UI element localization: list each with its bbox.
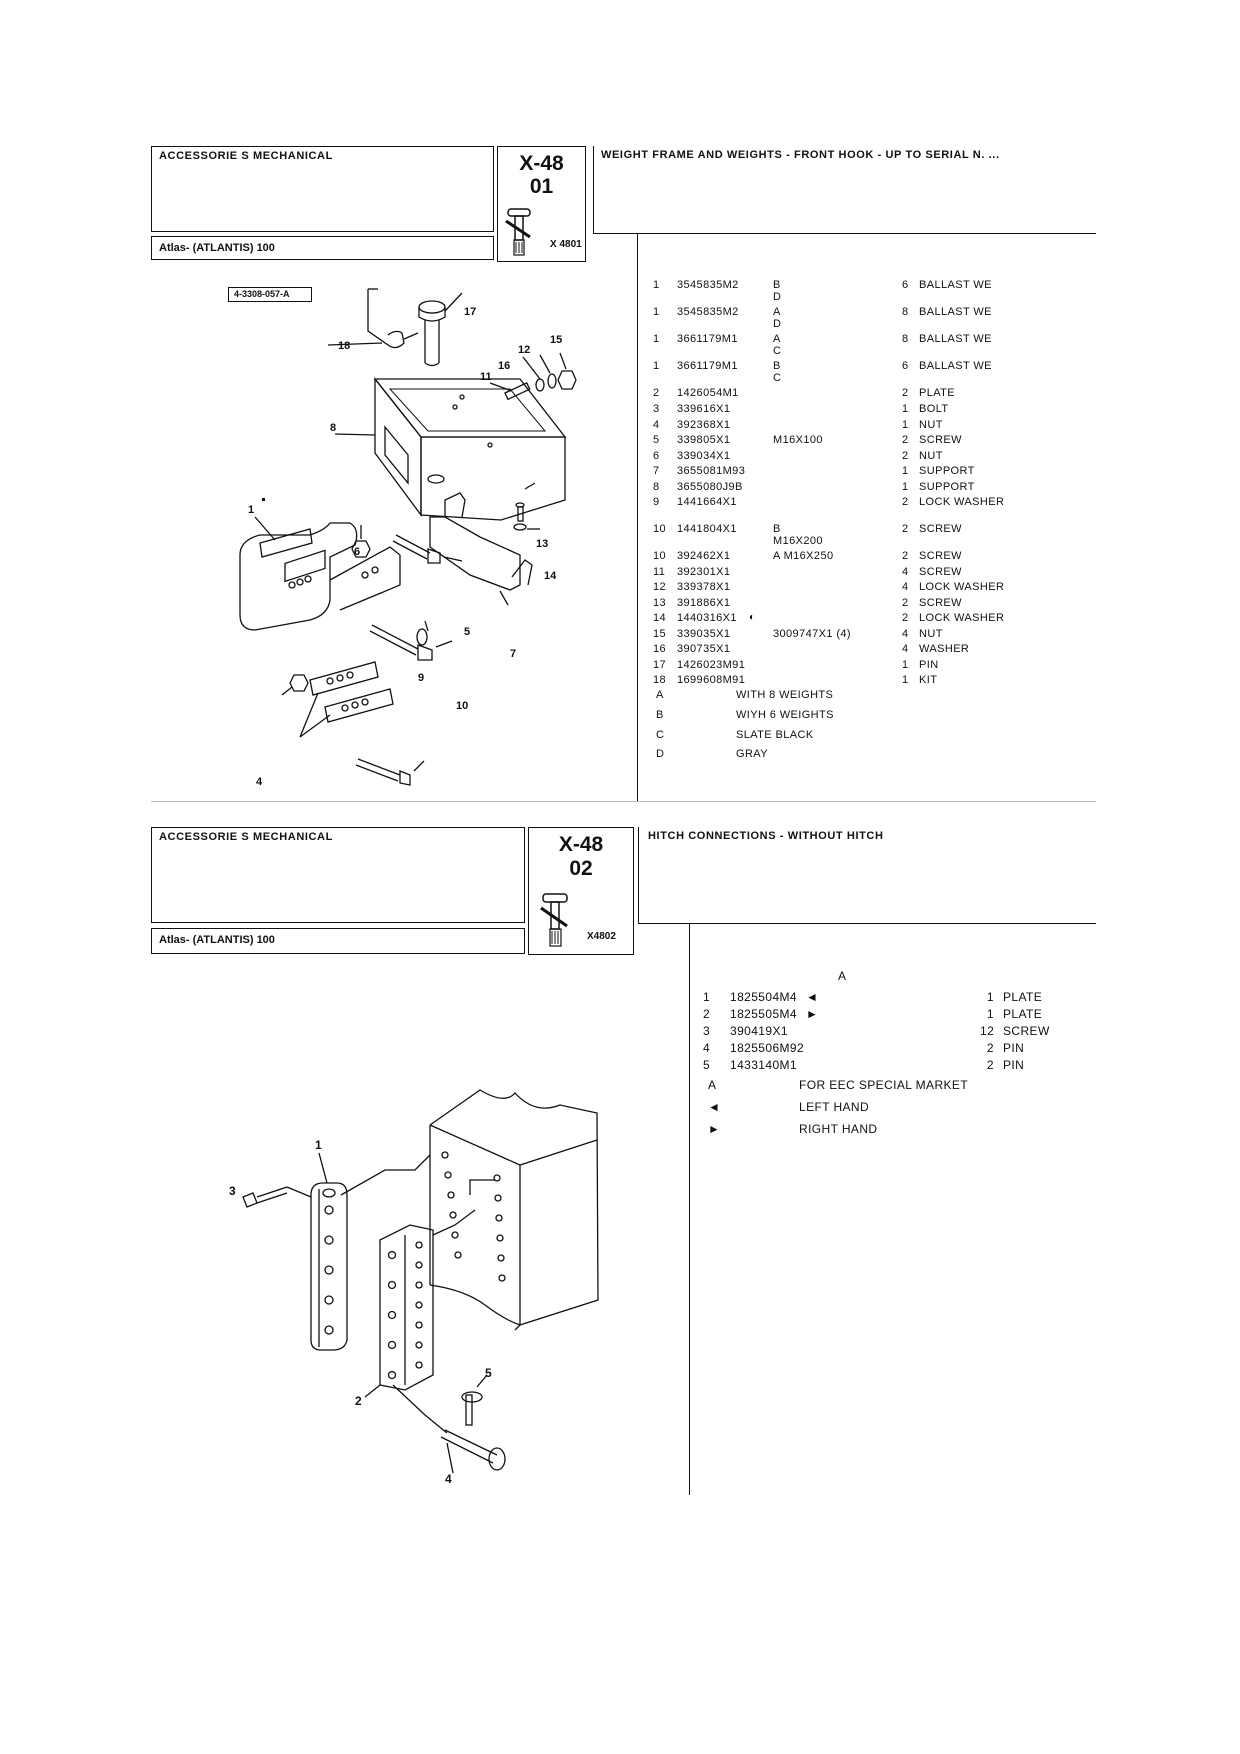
- s2-callout-4: 4: [445, 1472, 452, 1485]
- s2-code-line2: 02: [569, 857, 593, 880]
- left-hand-arrow-icon: ◄: [806, 990, 819, 1004]
- s1-code-line2: 01: [529, 175, 554, 198]
- s2-code-box: X-48 02 X4802: [528, 827, 634, 955]
- s1-callout-12: 12: [518, 344, 530, 356]
- s2-page-title: HITCH CONNECTIONS - WITHOUT HITCH: [648, 830, 884, 842]
- left-hand-arrow-icon: ◄: [708, 1100, 721, 1114]
- pin-thumbnail-icon: [505, 208, 531, 256]
- s1-sheet-number: X 4801: [550, 239, 582, 250]
- s1-callout-13: 13: [536, 538, 548, 550]
- s1-exploded-diagram: 17 18 15 12 16 11 8 1 6 13 14 5 7 9 10 4…: [239, 288, 577, 788]
- s1-model-box: Atlas- (ATLANTIS) 100: [151, 236, 494, 260]
- right-hand-arrow-icon: ►: [708, 1122, 721, 1136]
- s2-callout-2: 2: [355, 1394, 362, 1408]
- s1-title-rule: [593, 233, 1096, 234]
- s2-group-title: ACCESSORIE S MECHANICAL: [159, 831, 333, 843]
- s1-model-name: Atlas- (ATLANTIS) 100: [159, 242, 275, 254]
- s2-model-name: Atlas- (ATLANTIS) 100: [159, 934, 275, 946]
- s2-callout-3: 3: [229, 1184, 236, 1198]
- s1-callout-4: 4: [256, 776, 263, 788]
- s2-sheet-number: X4802: [587, 931, 616, 942]
- s1-callout-6: 6: [354, 546, 360, 558]
- s1-group-box: ACCESSORIE S MECHANICAL: [151, 146, 494, 232]
- s1-code-line1: X-48: [519, 152, 564, 175]
- s1-callout-17: 17: [464, 306, 476, 318]
- s1-group-title: ACCESSORIE S MECHANICAL: [159, 150, 333, 162]
- s1-title-divider: [593, 146, 594, 234]
- s1-bottom-rule: [151, 801, 1096, 802]
- s1-callout-16: 16: [498, 360, 510, 372]
- s1-callout-11: 11: [480, 371, 492, 383]
- s1-callout-15: 15: [550, 334, 562, 346]
- s1-callout-14: 14: [544, 570, 557, 582]
- s1-callout-1: 1: [248, 504, 254, 516]
- pin-thumbnail-icon: [540, 893, 568, 947]
- s1-stray-dot: [262, 498, 265, 501]
- s2-code-line1: X-48: [558, 833, 604, 856]
- s2-title-rule: [638, 923, 1096, 924]
- s2-title-divider: [638, 827, 639, 924]
- s1-code-box: X-48 01 X 4801: [497, 146, 586, 262]
- s1-column-divider: [637, 233, 638, 801]
- s2-exploded-diagram: 1 3 2 5 4: [229, 1089, 599, 1485]
- s1-callout-8: 8: [330, 422, 336, 434]
- s2-column-divider: [689, 923, 690, 1495]
- s1-callout-9: 9: [418, 672, 424, 684]
- s2-callout-5: 5: [485, 1366, 492, 1380]
- s1-callout-18: 18: [338, 340, 350, 352]
- s2-model-box: Atlas- (ATLANTIS) 100: [151, 928, 525, 954]
- supersede-icon: ◐: [749, 612, 756, 623]
- s1-diagram-ref: 4-3308-057-A: [234, 289, 290, 299]
- right-hand-arrow-icon: ►: [806, 1007, 819, 1021]
- s1-callout-7: 7: [510, 648, 516, 660]
- s2-group-box: ACCESSORIE S MECHANICAL: [151, 827, 525, 923]
- s2-callout-1: 1: [315, 1138, 322, 1152]
- s1-callout-10: 10: [456, 700, 468, 712]
- s1-callout-5: 5: [464, 626, 470, 638]
- s1-diagram-ref-box: 4-3308-057-A: [228, 287, 312, 302]
- s2-column-note: A: [838, 969, 847, 983]
- s1-page-title: WEIGHT FRAME AND WEIGHTS - FRONT HOOK - …: [601, 149, 1000, 161]
